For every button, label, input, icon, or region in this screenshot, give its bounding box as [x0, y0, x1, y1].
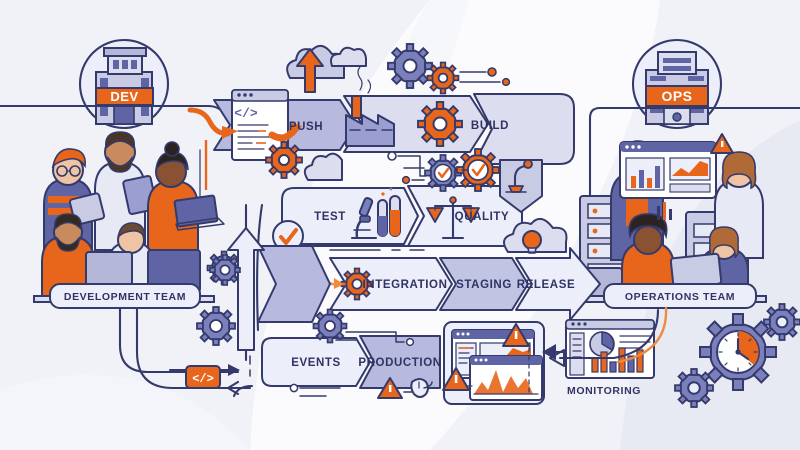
microscope-icon [350, 197, 378, 240]
robot-arm-icon [499, 159, 543, 213]
svg-text:</>: </> [192, 372, 214, 386]
code-tag-icon: </> [185, 365, 221, 389]
dev-badge: DEV [78, 38, 170, 130]
ops-team-people [577, 133, 764, 301]
dev-side-gear-icon [209, 254, 241, 286]
factory-icon [345, 66, 395, 147]
stage-build [417, 101, 463, 147]
monitoring-label: MONITORING [567, 385, 641, 397]
dev-badge-label: DEV [110, 89, 138, 104]
svg-text:</>: </> [234, 106, 258, 121]
events-gear-icon [312, 308, 348, 344]
up-arrow-icon [296, 48, 324, 93]
stage-integration-label: INTEGRATION [363, 279, 448, 291]
pipeline-row-middle: TEST QUALITY [272, 148, 543, 252]
stage-staging-label: STAGING [456, 279, 512, 291]
stage-push: </> PUSH [187, 89, 323, 179]
stage-push-label: PUSH [289, 121, 323, 133]
top-decorations [286, 43, 511, 95]
mouse-icon [410, 378, 433, 398]
development-team-panel: DEVELOPMENT TEAM [0, 104, 240, 309]
stage-build-label: BUILD [471, 120, 509, 132]
development-team-label: DEVELOPMENT TEAM [64, 291, 186, 303]
stage-release-label: RELEASE [517, 279, 576, 291]
dev-team-people [33, 131, 225, 303]
ops-badge: OPS [631, 38, 723, 130]
center-left-chevron [257, 245, 331, 323]
clock-gear-cluster [674, 303, 800, 408]
test-tube-icon [377, 187, 401, 237]
lightbulb-cloud-icon [503, 217, 568, 254]
production-monitor-panel [442, 321, 545, 405]
stage-test-label: TEST [314, 211, 346, 223]
ops-badge-label: OPS [661, 88, 692, 104]
stage-events-label: EVENTS [291, 357, 341, 369]
stage-quality-label: QUALITY [455, 211, 510, 223]
pipeline-row-top: </> PUSH [187, 66, 575, 179]
loopback-left: </> [168, 227, 265, 398]
operations-team-panel: OPERATIONS TEAM [565, 106, 800, 309]
monitoring-block: MONITORING [542, 306, 668, 397]
operations-team-label: OPERATIONS TEAM [625, 291, 735, 303]
scales-icon [426, 196, 480, 240]
stage-production-label: PRODUCTION [358, 357, 441, 369]
